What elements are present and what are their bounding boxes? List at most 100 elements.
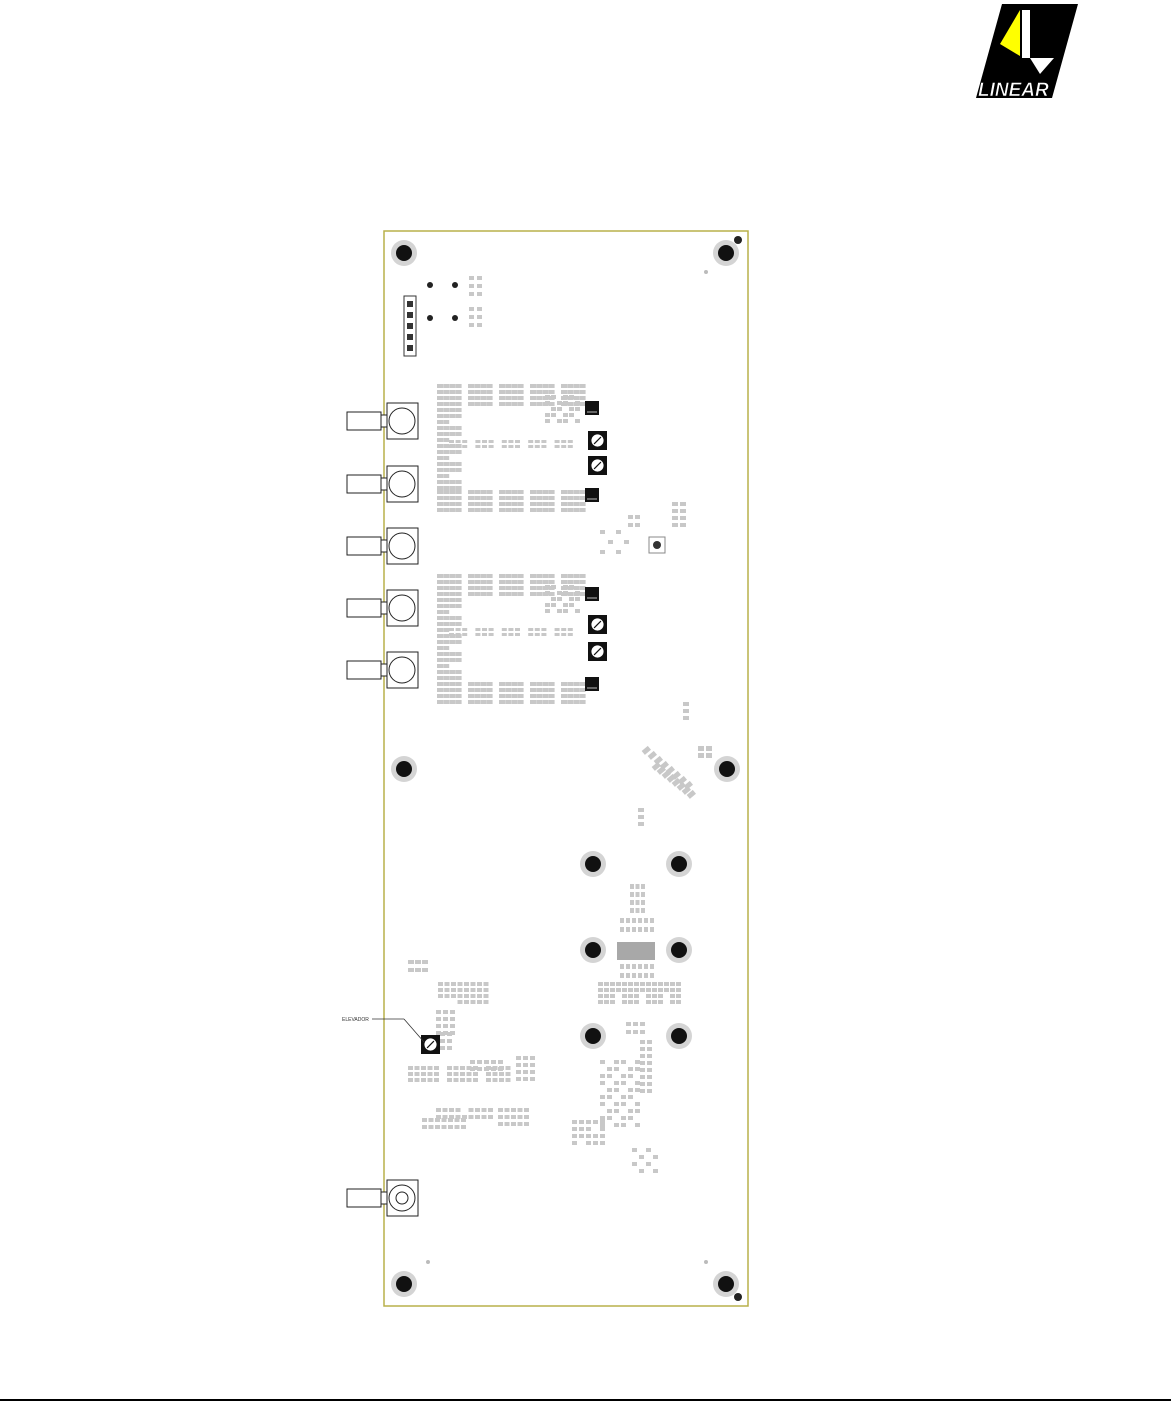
smd-pad <box>607 1088 612 1092</box>
smd-pad <box>508 633 513 636</box>
smd-pad <box>557 591 562 595</box>
smd-pad <box>506 1072 511 1076</box>
smd-pad <box>449 450 455 454</box>
smd-pad <box>528 445 533 448</box>
smd-pad <box>635 1067 640 1071</box>
smd-pad <box>488 1115 493 1119</box>
smd-pad <box>641 884 645 889</box>
smd-pad <box>458 982 463 986</box>
smd-pad <box>614 1102 619 1106</box>
smd-pad <box>580 396 586 400</box>
smd-pad <box>449 408 455 412</box>
smd-pad <box>600 1134 605 1138</box>
smd-pad <box>608 540 613 544</box>
smd-pad <box>633 1030 638 1034</box>
smd-pad <box>443 456 449 460</box>
smd-pad <box>664 988 669 992</box>
smd-pad <box>505 574 511 578</box>
smd-pad <box>493 1078 498 1082</box>
smd-pad <box>437 628 443 632</box>
smd-pad <box>428 1066 433 1070</box>
smd-pad <box>498 1060 503 1064</box>
smd-pad <box>437 586 443 590</box>
smd-pad <box>443 496 449 500</box>
smd-pad <box>438 982 443 986</box>
smd-pad <box>436 1010 441 1014</box>
smd-pad <box>593 1120 598 1124</box>
smd-pad <box>670 994 675 998</box>
smd-pad <box>644 918 648 923</box>
mount-hole <box>718 1276 734 1292</box>
smd-pad <box>449 1108 454 1112</box>
smd-pad <box>680 516 686 520</box>
smd-pad <box>484 994 489 998</box>
smd-pad <box>449 426 455 430</box>
smd-pad <box>456 508 462 512</box>
smd-pad <box>415 1078 420 1082</box>
smd-pad <box>561 580 567 584</box>
smd-pad <box>557 401 562 405</box>
smd-pad <box>646 1000 651 1004</box>
smd-pad <box>437 652 443 656</box>
smd-pad <box>468 574 474 578</box>
smd-pad <box>474 490 480 494</box>
smd-pad <box>443 610 449 614</box>
smd-pad <box>474 402 480 406</box>
smd-pad <box>530 508 536 512</box>
smd-pad <box>561 628 566 631</box>
smd-pad <box>573 574 579 578</box>
smd-pad <box>489 440 494 443</box>
mount-hole <box>671 856 687 872</box>
smd-pad <box>502 628 507 631</box>
smd-pad <box>464 994 469 998</box>
smd-pad <box>487 688 493 692</box>
smd-pad <box>622 982 627 986</box>
smd-pad <box>644 973 648 978</box>
smd-pad <box>563 419 568 423</box>
smd-pad <box>437 496 443 500</box>
smd-pad <box>505 580 511 584</box>
smd-pad <box>437 574 443 578</box>
smd-pad <box>456 390 462 394</box>
smd-pad <box>511 580 517 584</box>
smd-pad <box>568 445 573 448</box>
smd-pad <box>640 1068 645 1072</box>
smd-pad <box>442 1118 447 1122</box>
smd-pad <box>499 688 505 692</box>
smd-pad <box>600 1120 605 1124</box>
smd-pad <box>598 994 603 998</box>
smd-pad <box>549 502 555 506</box>
smd-pad <box>528 440 533 443</box>
smd-pad <box>467 1078 472 1082</box>
smd-pad <box>437 694 443 698</box>
smd-pad <box>634 994 639 998</box>
smd-pad <box>573 384 579 388</box>
smd-pad <box>683 702 689 706</box>
smd-pad <box>628 1116 633 1120</box>
smd-pad <box>632 1148 637 1152</box>
connector-barrel <box>347 599 381 617</box>
smd-pad <box>706 746 712 751</box>
smd-pad <box>542 502 548 506</box>
smd-pad <box>443 444 449 448</box>
smd-pad <box>489 633 494 636</box>
smd-pad <box>630 900 634 905</box>
smd-pad <box>415 960 421 964</box>
smd-pad <box>498 1115 503 1119</box>
smd-pad <box>515 445 520 448</box>
smd-pad <box>499 402 505 406</box>
smd-pad <box>678 776 687 785</box>
smd-pad <box>505 1122 510 1126</box>
smd-pad <box>443 384 449 388</box>
smd-pad <box>484 1060 489 1064</box>
smd-pad <box>646 994 651 998</box>
smd-pad <box>670 982 675 986</box>
smd-pad <box>443 1024 448 1028</box>
smd-pad <box>450 1017 455 1021</box>
smd-pad <box>456 496 462 500</box>
smd-pad <box>621 1081 626 1085</box>
smd-pad <box>443 646 449 650</box>
smd-pad <box>580 508 586 512</box>
smd-pad <box>569 597 574 601</box>
smd-pad <box>449 440 454 443</box>
